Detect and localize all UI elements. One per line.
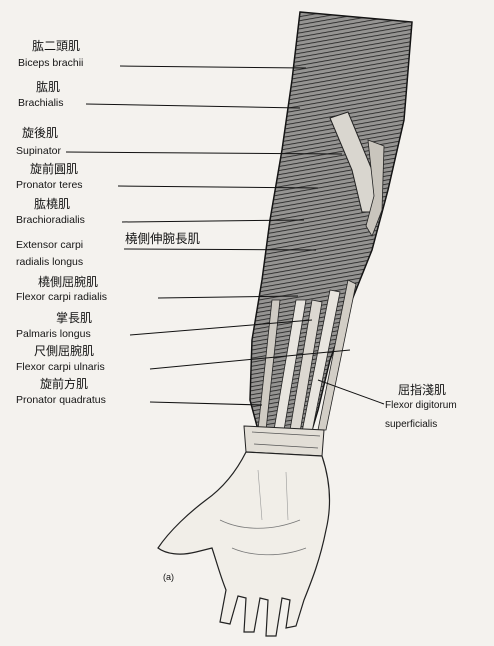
supinator-label-en: Supinator bbox=[16, 146, 61, 157]
pq-label-en: Pronator quadratus bbox=[16, 395, 106, 406]
fcr-label-en: Flexor carpi radialis bbox=[16, 292, 107, 303]
wrist-retinaculum bbox=[244, 426, 324, 456]
ecrl-label-en-2: radialis longus bbox=[16, 257, 83, 268]
brachialis-label-en: Brachialis bbox=[18, 98, 64, 109]
fcu-label-zh: 尺側屈腕肌 bbox=[34, 345, 94, 357]
hand-palm bbox=[158, 452, 329, 636]
biceps-label-en: Biceps brachii bbox=[18, 58, 83, 69]
brachioradialis-label-zh: 肱橈肌 bbox=[34, 198, 70, 210]
brachioradialis-label-en: Brachioradialis bbox=[16, 215, 85, 226]
fds-label-zh: 屈指淺肌 bbox=[398, 384, 446, 396]
pq-label-zh: 旋前方肌 bbox=[40, 378, 88, 390]
biceps-label-zh: 肱二頭肌 bbox=[32, 40, 80, 52]
fcu-label-en: Flexor carpi ulnaris bbox=[16, 362, 105, 373]
fds-label-en-2: superficialis bbox=[385, 420, 437, 430]
palmaris-label-zh: 掌長肌 bbox=[56, 312, 92, 324]
pronator-teres-label-zh: 旋前圓肌 bbox=[30, 163, 78, 175]
fds-label-en-1: Flexor digitorum bbox=[385, 401, 457, 411]
figure-caption: (a) bbox=[163, 572, 174, 582]
brachialis-label-zh: 肱肌 bbox=[36, 81, 60, 93]
ecrl-label-en-1: Extensor carpi bbox=[16, 240, 83, 251]
palmaris-label-en: Palmaris longus bbox=[16, 329, 91, 340]
supinator-label-zh: 旋後肌 bbox=[22, 127, 58, 139]
ecrl-label-zh: 橈側伸腕長肌 bbox=[125, 233, 200, 246]
pronator-teres-label-en: Pronator teres bbox=[16, 180, 83, 191]
fcr-label-zh: 橈側屈腕肌 bbox=[38, 276, 98, 288]
